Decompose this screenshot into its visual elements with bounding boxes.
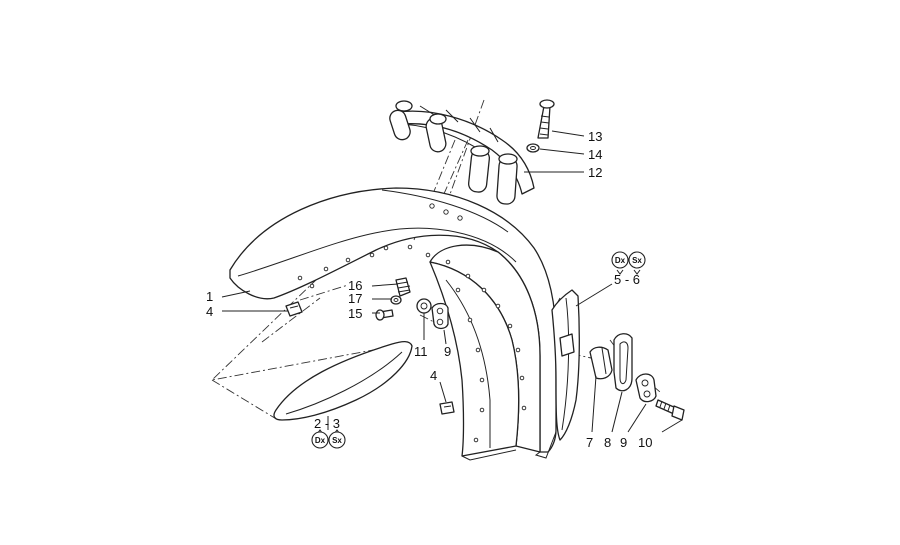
callout-4-left: 4 bbox=[206, 304, 213, 319]
callout-15: 15 bbox=[348, 306, 362, 321]
callout-13: 13 bbox=[588, 129, 602, 144]
leader-lines bbox=[221, 130, 683, 433]
dx-badge-circle-2 bbox=[311, 431, 329, 449]
washer-17 bbox=[390, 295, 402, 305]
callout-8: 8 bbox=[604, 435, 611, 450]
dx-badge-label: Dx bbox=[615, 256, 626, 265]
callout-2-3: 2 - 3 bbox=[314, 416, 340, 431]
clip-4-lower bbox=[439, 401, 455, 415]
callouts: 1 4 16 17 15 11 9 4 13 14 12 5 - 6 2 - 3… bbox=[206, 129, 652, 450]
dx-badge-arrow bbox=[616, 269, 624, 275]
callout-9-left: 9 bbox=[444, 344, 451, 359]
side-panel-2-3 bbox=[273, 340, 413, 421]
callout-12: 12 bbox=[588, 165, 602, 180]
callout-10: 10 bbox=[638, 435, 652, 450]
bracket-7 bbox=[589, 346, 613, 380]
clip-4-left bbox=[285, 301, 303, 317]
sx-badge-label-2: Sx bbox=[332, 436, 342, 445]
callout-14: 14 bbox=[588, 147, 602, 162]
callout-9-right: 9 bbox=[620, 435, 627, 450]
callout-4-lower: 4 bbox=[430, 368, 437, 383]
sx-badge-arrow bbox=[633, 269, 641, 275]
side-panel-5-6 bbox=[551, 289, 580, 441]
badge-group-2-3: Dx Sx bbox=[311, 429, 346, 449]
callout-7: 7 bbox=[586, 435, 593, 450]
sx-badge-circle-2 bbox=[328, 431, 346, 449]
callout-5-6: 5 - 6 bbox=[614, 272, 640, 287]
callout-17: 17 bbox=[348, 291, 362, 306]
badge-group-5-6: Dx Sx bbox=[611, 251, 646, 275]
washer-14-hole bbox=[530, 146, 536, 150]
front-mudguard bbox=[229, 187, 557, 461]
plate-9-left bbox=[431, 302, 449, 330]
callout-1: 1 bbox=[206, 289, 213, 304]
dx-badge-circle bbox=[611, 251, 629, 269]
sx-badge-circle bbox=[628, 251, 646, 269]
plate-9-right bbox=[635, 373, 657, 403]
screw-15 bbox=[375, 309, 394, 321]
spring-16 bbox=[395, 277, 411, 297]
sx-badge-label: Sx bbox=[632, 256, 642, 265]
callout-11: 11 bbox=[414, 344, 428, 359]
plate-8 bbox=[613, 333, 633, 392]
callout-16: 16 bbox=[348, 278, 362, 293]
fork-bracket bbox=[389, 100, 535, 205]
screw-13 bbox=[537, 99, 555, 139]
mudguard-holes bbox=[297, 203, 527, 443]
dx-badge-label-2: Dx bbox=[315, 436, 326, 445]
bolt-10 bbox=[655, 399, 685, 421]
nut-11 bbox=[416, 298, 432, 314]
